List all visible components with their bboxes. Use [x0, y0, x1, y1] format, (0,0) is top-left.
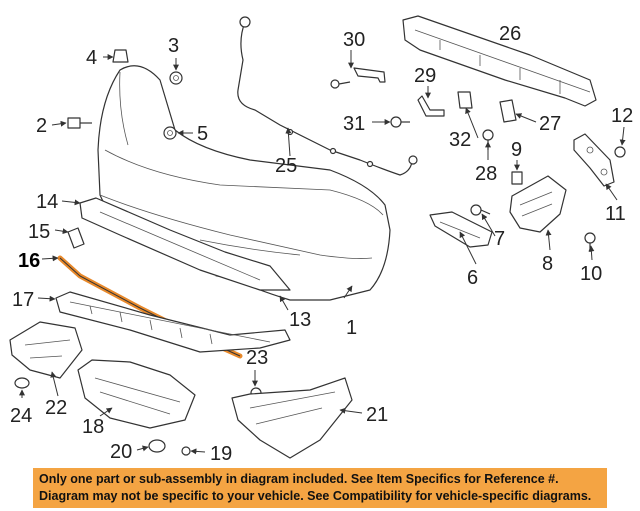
callout-23: 23	[246, 347, 268, 369]
wiring-harness	[237, 16, 418, 176]
callout-16: 16	[18, 250, 40, 272]
callout-32: 32	[449, 129, 471, 151]
callout-30: 30	[343, 29, 365, 51]
callout-21: 21	[366, 404, 388, 426]
fasteners	[14, 49, 626, 456]
callout-24: 24	[10, 405, 32, 427]
callout-29: 29	[414, 65, 436, 87]
callout-20: 20	[110, 441, 132, 463]
callout-31: 31	[343, 113, 365, 135]
callout-7: 7	[494, 228, 505, 250]
callout-22: 22	[45, 397, 67, 419]
callout-5: 5	[197, 123, 208, 145]
callout-labels: 4 3 2 5 30 26 29 31 32 27 28 9 12 11 25 …	[10, 23, 633, 465]
disclaimer-line-2: Diagram may not be specific to your vehi…	[39, 489, 592, 503]
callout-3: 3	[168, 35, 179, 57]
side-bracket	[573, 133, 615, 187]
bracket-15	[67, 227, 85, 249]
callout-8: 8	[542, 253, 553, 275]
side-shield-22	[9, 321, 83, 379]
lower-diffuser-17	[55, 291, 291, 353]
disclaimer-line-1: Only one part or sub-assembly in diagram…	[39, 472, 559, 486]
callout-19: 19	[210, 443, 232, 465]
callout-26: 26	[499, 23, 521, 45]
lower-absorber-14	[79, 197, 291, 291]
bumper-reinforcement	[402, 15, 597, 107]
side-cover-21	[231, 377, 353, 459]
callout-2: 2	[36, 115, 47, 137]
callout-11: 11	[605, 203, 626, 225]
leader-lines	[19, 50, 626, 455]
callout-28: 28	[475, 163, 497, 185]
callout-6: 6	[467, 267, 478, 289]
callout-15: 15	[28, 221, 50, 243]
side-shield-8	[509, 175, 567, 233]
callout-25: 25	[275, 155, 297, 177]
callout-12: 12	[611, 105, 633, 127]
callout-10: 10	[580, 263, 602, 285]
callout-1: 1	[346, 317, 357, 339]
disclaimer-banner: Only one part or sub-assembly in diagram…	[33, 468, 607, 508]
callout-18: 18	[82, 416, 104, 438]
mounting-bracket-6	[429, 211, 493, 248]
callout-13: 13	[289, 309, 311, 331]
callout-17: 17	[12, 289, 34, 311]
callout-27: 27	[539, 113, 561, 135]
callout-4: 4	[86, 47, 97, 69]
callout-14: 14	[36, 191, 58, 213]
callout-9: 9	[511, 139, 522, 161]
